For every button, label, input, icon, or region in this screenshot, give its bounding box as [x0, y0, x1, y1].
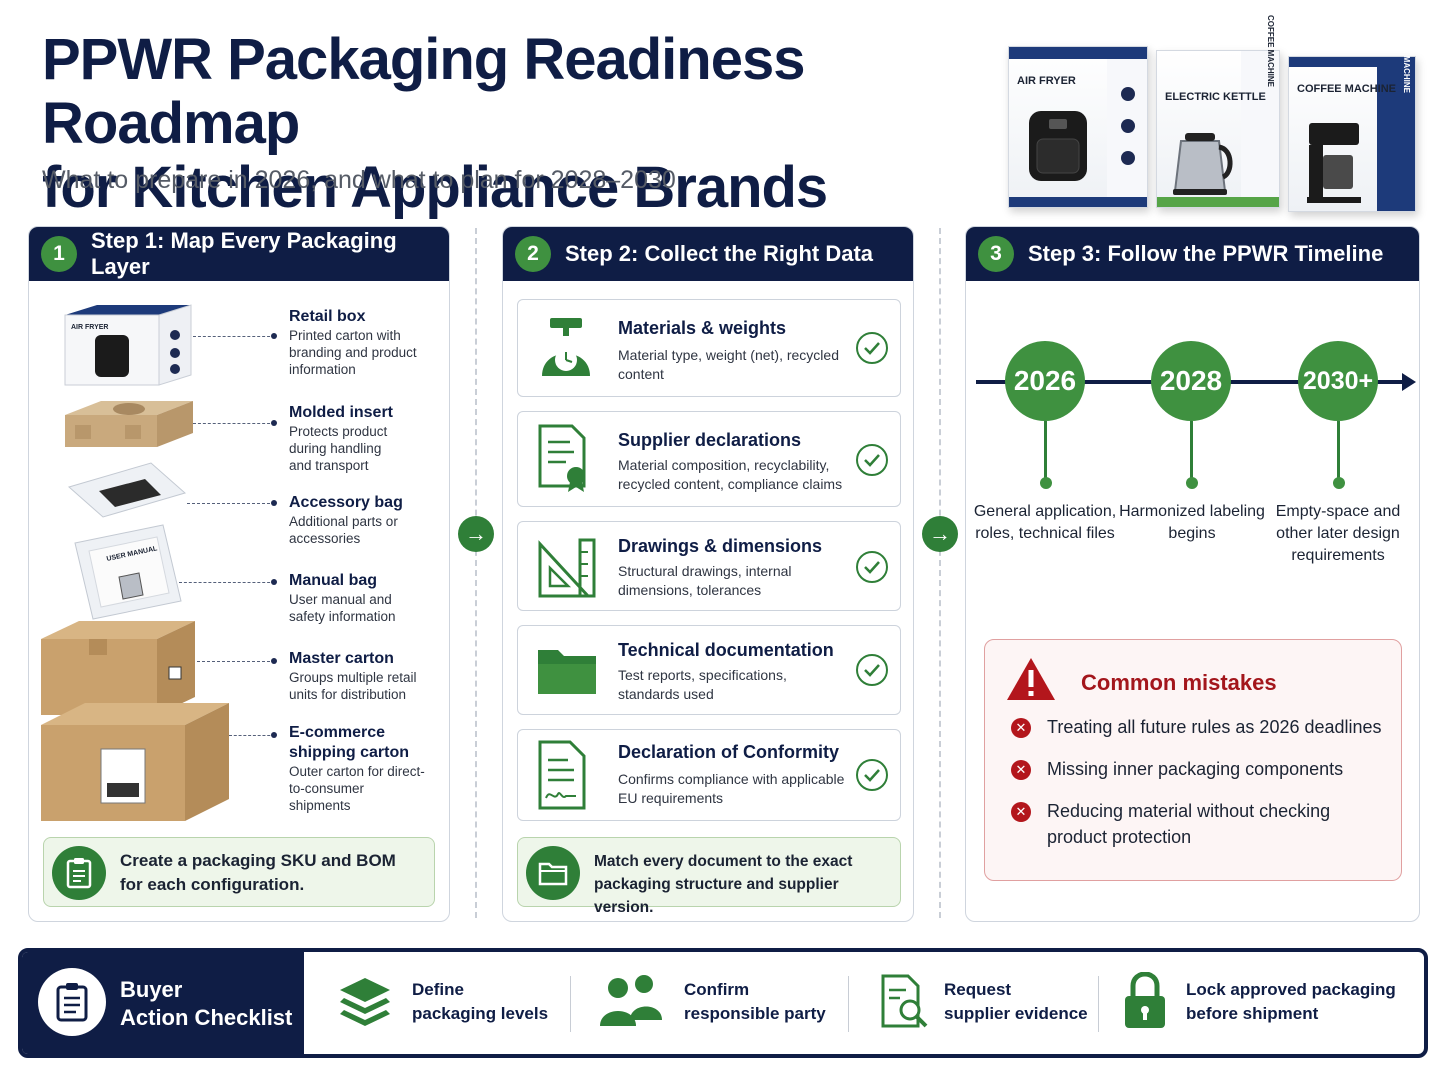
certificate-icon — [538, 424, 586, 492]
milestone-2028: 2028 — [1151, 341, 1231, 421]
check-icon — [856, 759, 888, 791]
layer-molded-insert: Molded insert Protects product during ha… — [289, 404, 394, 473]
page-title: PPWR Packaging Readiness Roadmap for Kit… — [42, 28, 972, 220]
step2-title: Step 2: Collect the Right Data — [565, 241, 874, 266]
arrow-right-icon: → — [922, 516, 958, 552]
layer-accessory-bag: Accessory bag Additional parts or access… — [289, 494, 403, 546]
x-mark-icon: ✕ — [1011, 760, 1031, 780]
step3-panel: 3 Step 3: Follow the PPWR Timeline 2026 … — [965, 226, 1420, 922]
step1-title: Step 1: Map Every Packaging Layer — [91, 228, 397, 279]
step2-tip-text: Match every document to the exact packag… — [594, 853, 853, 916]
coffee-machine-icon — [1307, 123, 1361, 203]
check-icon — [856, 551, 888, 583]
x-mark-icon: ✕ — [1011, 802, 1031, 822]
ecommerce-carton-illustration — [41, 703, 229, 821]
card-declaration-conformity: Declaration of Conformity Confirms compl… — [517, 729, 901, 821]
document-search-icon — [881, 974, 928, 1028]
kettle-box-label: ELECTRIC KETTLE — [1165, 91, 1266, 103]
layer-ecommerce-carton: E-commerce shipping carton Outer carton … — [289, 724, 425, 813]
buyer-checklist-bar: Buyer Action Checklist Define packaging … — [18, 948, 1428, 1058]
milestone-2028-text: Harmonized labeling begins — [1119, 503, 1265, 542]
checklist-label-block: Buyer Action Checklist — [22, 952, 304, 1054]
check-icon — [856, 444, 888, 476]
coffee-box-label: COFFEE MACHINE — [1297, 83, 1396, 95]
air-fryer-icon — [1029, 111, 1087, 181]
step2-header: 2 Step 2: Collect the Right Data — [503, 227, 913, 281]
milestone-2026-text: General application, roles, technical fi… — [973, 503, 1117, 542]
layer-manual-bag: Manual bag User manual and safety inform… — [289, 572, 396, 624]
x-mark-icon: ✕ — [1011, 718, 1031, 738]
step3-number: 3 — [978, 236, 1014, 272]
step3-header: 3 Step 3: Follow the PPWR Timeline — [966, 227, 1419, 281]
step1-panel: 1 Step 1: Map Every Packaging Layer AIR … — [28, 226, 450, 922]
signed-document-icon — [538, 740, 586, 810]
electric-kettle-box: ELECTRIC KETTLE COFFEE MACHINE — [1156, 15, 1280, 208]
title-line-1: PPWR Packaging Readiness Roadmap — [42, 27, 805, 156]
ruler-icon — [538, 538, 596, 598]
checklist-item-confirm: Confirm responsible party — [598, 972, 838, 1034]
accessory-bag-illustration — [67, 462, 187, 518]
timeline-arrowhead — [1402, 373, 1416, 391]
step1-number: 1 — [41, 236, 77, 272]
mistake-item: Treating all future rules as 2026 deadli… — [1047, 717, 1382, 737]
product-boxes-illustration: AIR FRYER ELECTRIC KETTLE COFFEE MACHINE… — [1008, 15, 1418, 215]
warning-icon — [1007, 658, 1055, 700]
folder-icon — [538, 650, 596, 694]
coffee-box-side-label: COFFEE MACHINE — [1402, 21, 1411, 93]
air-fryer-box-label: AIR FRYER — [1017, 75, 1076, 87]
milestone-2026: 2026 — [1005, 341, 1085, 421]
layer-master-carton: Master carton Groups multiple retail uni… — [289, 650, 417, 702]
checklist-clipboard-icon — [38, 968, 106, 1036]
checklist-item-lock: Lock approved packaging before shipment — [1122, 972, 1412, 1034]
step2-number: 2 — [515, 236, 551, 272]
step1-header: 1 Step 1: Map Every Packaging Layer — [29, 227, 449, 281]
manual-bag-illustration: USER MANUAL — [74, 524, 182, 620]
air-fryer-box: AIR FRYER — [1008, 46, 1148, 208]
padlock-icon — [1125, 972, 1165, 1028]
master-carton-illustration — [41, 621, 195, 715]
retail-box-print: AIR FRYER — [71, 324, 108, 331]
milestone-2030-text: Empty-space and other later design requi… — [1275, 503, 1401, 564]
step1-tip-text: Create a packaging SKU and BOM for each … — [120, 851, 396, 894]
mistake-item: Reducing material without checking produ… — [1047, 801, 1331, 847]
card-drawings-dimensions: Drawings & dimensions Structural drawing… — [517, 521, 901, 611]
card-supplier-declarations: Supplier declarations Material compositi… — [517, 411, 901, 507]
people-icon — [600, 975, 662, 1026]
milestone-2030: 2030+ — [1298, 341, 1378, 421]
step2-tip: Match every document to the exact packag… — [517, 837, 901, 916]
checklist-item-request: Request supplier evidence — [880, 972, 1100, 1034]
common-mistakes-box: Common mistakes ✕ Treating all future ru… — [984, 639, 1402, 881]
clipboard-icon — [52, 846, 106, 900]
step1-tip: Create a packaging SKU and BOM for each … — [43, 837, 435, 907]
kettle-icon — [1173, 133, 1233, 195]
step2-panel: 2 Step 2: Collect the Right Data Materia… — [502, 226, 914, 922]
layer-retail-box: Retail box Printed carton with branding … — [289, 308, 417, 377]
arrow-right-icon: → — [458, 516, 494, 552]
check-icon — [856, 654, 888, 686]
card-technical-documentation: Technical documentation Test reports, sp… — [517, 625, 901, 715]
layers-icon — [340, 978, 390, 1026]
coffee-machine-box: COFFEE MACHINE COFFEE MACHINE — [1288, 21, 1416, 212]
check-icon — [856, 332, 888, 364]
kettle-box-side-label: COFFEE MACHINE — [1266, 15, 1275, 87]
checklist-title-2: Action Checklist — [120, 1005, 293, 1030]
folder-icon — [526, 846, 580, 900]
scale-icon — [542, 318, 590, 376]
card-materials-weights: Materials & weights Material type, weigh… — [517, 299, 901, 397]
mistake-item: Missing inner packaging components — [1047, 759, 1344, 779]
title-line-2: for Kitchen Appliance Brands — [42, 155, 828, 220]
molded-insert-illustration — [65, 401, 193, 447]
page-subtitle: What to prepare in 2026, and what to pla… — [42, 166, 676, 194]
step3-title: Step 3: Follow the PPWR Timeline — [1028, 241, 1384, 266]
checklist-item-define: Define packaging levels — [338, 972, 548, 1034]
checklist-title-1: Buyer — [120, 977, 183, 1002]
mistakes-title: Common mistakes — [1081, 670, 1277, 695]
retail-box-illustration: AIR FRYER — [64, 304, 192, 386]
